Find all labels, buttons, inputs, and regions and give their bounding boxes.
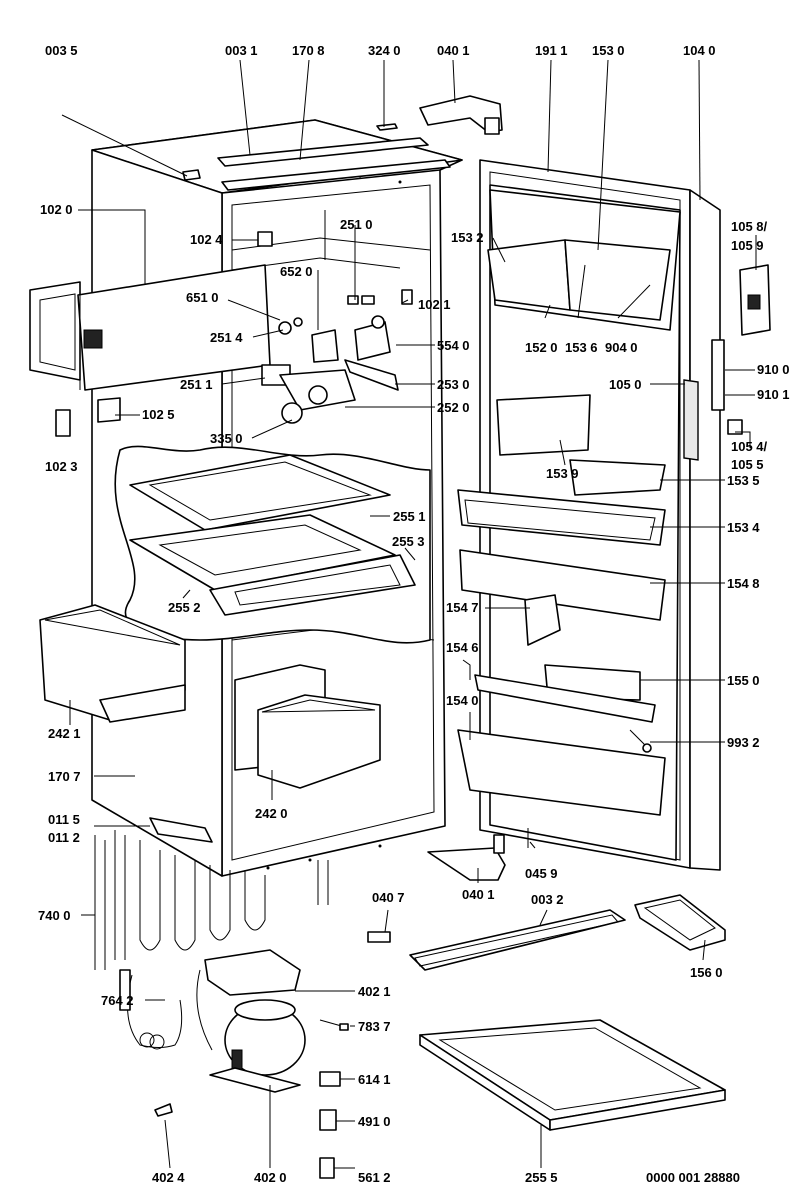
part-label-9932: 993 2 [727,735,760,750]
part-label-0401-top: 040 1 [437,43,470,58]
part-label-6141: 614 1 [358,1072,391,1087]
part-label-1547: 154 7 [446,600,479,615]
part-label-6520: 652 0 [280,264,313,279]
part-label-6510: 651 0 [186,290,219,305]
part-label-1539: 153 9 [546,466,579,481]
part-label-2420: 242 0 [255,806,288,821]
top-strips [182,123,451,191]
bottom-hinge [427,828,529,881]
part-label-7642: 764 2 [101,993,134,1008]
part-label-1058: 105 8/ [731,219,768,234]
part-label-1520: 152 0 [525,340,558,355]
part-label-0032: 003 2 [531,892,564,907]
part-label-1021: 102 1 [418,297,451,312]
door-hinge-bracket [711,264,771,435]
part-label-1550: 155 0 [727,673,760,688]
part-label-1024: 102 4 [190,232,223,247]
compressor [196,949,306,1093]
part-label-2510: 251 0 [340,217,373,232]
part-label-2552: 255 2 [168,600,201,615]
crisper-bin-left [39,604,186,723]
part-label-9100: 910 0 [757,362,790,377]
part-label-0459: 045 9 [525,866,558,881]
part-label-5612: 561 2 [358,1170,391,1185]
base-strip [409,909,626,971]
part-label-2530: 253 0 [437,377,470,392]
part-label-0031: 003 1 [225,43,258,58]
part-label-1530: 153 0 [592,43,625,58]
control-panel-cover [29,264,271,391]
part-label-3350: 335 0 [210,431,243,446]
door-racks [457,189,681,816]
part-label-2553: 255 3 [392,534,425,549]
part-label-1707: 170 7 [48,769,81,784]
part-label-1560: 156 0 [690,965,723,980]
part-label-1534: 153 4 [727,520,760,535]
part-label-1536: 153 6 [565,340,598,355]
part-label-2514: 251 4 [210,330,243,345]
part-label-4021: 402 1 [358,984,391,999]
part-label-2421: 242 1 [48,726,81,741]
part-label-1023: 102 3 [45,459,78,474]
part-label-1546: 154 6 [446,640,479,655]
cabinet-small-parts [55,231,413,437]
condenser-pipes [94,817,329,1050]
part-label-9040: 904 0 [605,340,638,355]
part-label-1535: 153 5 [727,473,760,488]
part-label-1055: 105 5 [731,457,764,472]
part-label-2551: 255 1 [393,509,426,524]
crisper-bin-inside [234,664,381,789]
part-label-3240: 324 0 [368,43,401,58]
part-label-1020: 102 0 [40,202,73,217]
part-label-1040: 104 0 [683,43,716,58]
drawing-number: 0000 001 28880 [646,1170,740,1185]
part-label-4024: 402 4 [152,1170,185,1185]
part-label-5540: 554 0 [437,338,470,353]
part-label-4910: 491 0 [358,1114,391,1129]
part-label-0115: 011 5 [48,812,80,827]
part-label-2555: 255 5 [525,1170,558,1185]
small-parts-bottom [154,931,391,1179]
part-label-1548: 154 8 [727,576,760,591]
part-label-0035: 003 5 [45,43,78,58]
leader-lines [61,59,757,1169]
part-label-0401-bottom: 040 1 [462,887,495,902]
part-label-1054: 105 4/ [731,439,768,454]
part-label-1911: 191 1 [535,43,568,58]
part-label-2520: 252 0 [437,400,470,415]
part-label-1059: 105 9 [731,238,764,253]
part-label-4020: 402 0 [254,1170,287,1185]
part-label-0112: 011 2 [48,830,80,845]
part-label-1025: 102 5 [142,407,175,422]
part-label-1708: 170 8 [292,43,325,58]
part-label-1540: 154 0 [446,693,479,708]
top-hinge [419,95,503,135]
part-label-7400: 740 0 [38,908,71,923]
part-label-1050: 105 0 [609,377,642,392]
ice-tray [634,894,726,951]
part-label-9101: 910 1 [757,387,790,402]
part-label-2511: 251 1 [180,377,213,392]
glass-shelves [129,454,416,616]
part-label-1532: 153 2 [451,230,484,245]
glass-plate [419,1019,726,1131]
part-label-0407: 040 7 [372,890,405,905]
part-label-7837: 783 7 [358,1019,391,1034]
